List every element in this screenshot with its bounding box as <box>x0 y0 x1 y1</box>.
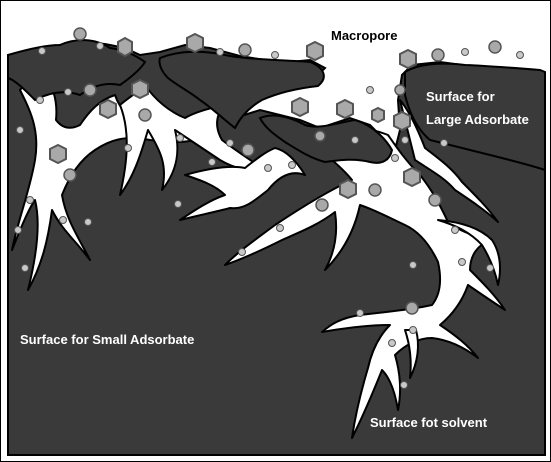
particle-small <box>367 87 374 94</box>
particle-large <box>307 42 323 60</box>
particle-small <box>125 145 132 152</box>
particle-large <box>394 112 410 130</box>
particle-small <box>17 127 24 134</box>
label-solvent: Surface fot solvent <box>370 415 488 430</box>
particle-small <box>402 137 409 144</box>
particle-small <box>462 49 469 56</box>
particle-medium <box>406 302 418 314</box>
particle-medium <box>64 169 76 181</box>
particle-small <box>39 48 46 55</box>
particle-small <box>289 162 296 169</box>
particle-medium <box>395 85 405 95</box>
particle-small <box>265 165 272 172</box>
particle-large <box>132 80 148 98</box>
particle-large <box>50 145 66 163</box>
particle-medium <box>84 84 96 96</box>
particle-medium <box>432 49 444 61</box>
particle-small <box>15 227 22 234</box>
particle-small <box>410 327 417 334</box>
particle-large <box>400 50 416 68</box>
particle-small <box>177 135 184 142</box>
particle-small <box>272 52 279 59</box>
particle-large <box>404 168 420 186</box>
label-macropore: Macropore <box>331 28 397 43</box>
particle-medium <box>74 28 86 40</box>
particle-medium <box>139 109 151 121</box>
particle-small <box>352 137 359 144</box>
particle-small <box>27 197 34 204</box>
particle-small <box>389 340 396 347</box>
particle-medium <box>369 184 381 196</box>
particle-large <box>187 34 203 52</box>
particle-small <box>65 89 72 96</box>
particle-small <box>209 159 216 166</box>
particle-small <box>22 265 29 272</box>
particle-small <box>487 265 494 272</box>
particle-large <box>118 38 132 56</box>
particle-small <box>239 249 246 256</box>
particle-medium <box>429 194 441 206</box>
particle-large <box>372 108 384 122</box>
particle-small <box>357 310 364 317</box>
particle-small <box>175 201 182 208</box>
particle-medium <box>315 131 325 141</box>
particle-medium <box>489 41 501 53</box>
particle-small <box>459 259 466 266</box>
particle-large <box>340 180 356 198</box>
particle-small <box>227 140 234 147</box>
particle-small <box>452 227 459 234</box>
particle-medium <box>239 44 251 56</box>
particle-small <box>217 49 224 56</box>
particle-small <box>410 262 417 269</box>
particle-medium <box>242 144 254 156</box>
particle-small <box>60 217 67 224</box>
particle-small <box>277 225 284 232</box>
particle-small <box>441 140 448 147</box>
particle-small <box>97 43 104 50</box>
particle-large <box>292 98 308 116</box>
particle-small <box>85 219 92 226</box>
particle-small <box>392 155 399 162</box>
particle-small <box>37 97 44 104</box>
particle-large <box>100 100 116 118</box>
label-large-adsorbate-line1: Surface for <box>426 89 495 104</box>
particle-small <box>401 382 408 389</box>
particle-large <box>337 100 353 118</box>
label-large-adsorbate-line2: Large Adsorbate <box>426 112 529 127</box>
particle-medium <box>316 199 328 211</box>
particle-small <box>517 52 524 59</box>
label-small-adsorbate: Surface for Small Adsorbate <box>20 332 194 347</box>
